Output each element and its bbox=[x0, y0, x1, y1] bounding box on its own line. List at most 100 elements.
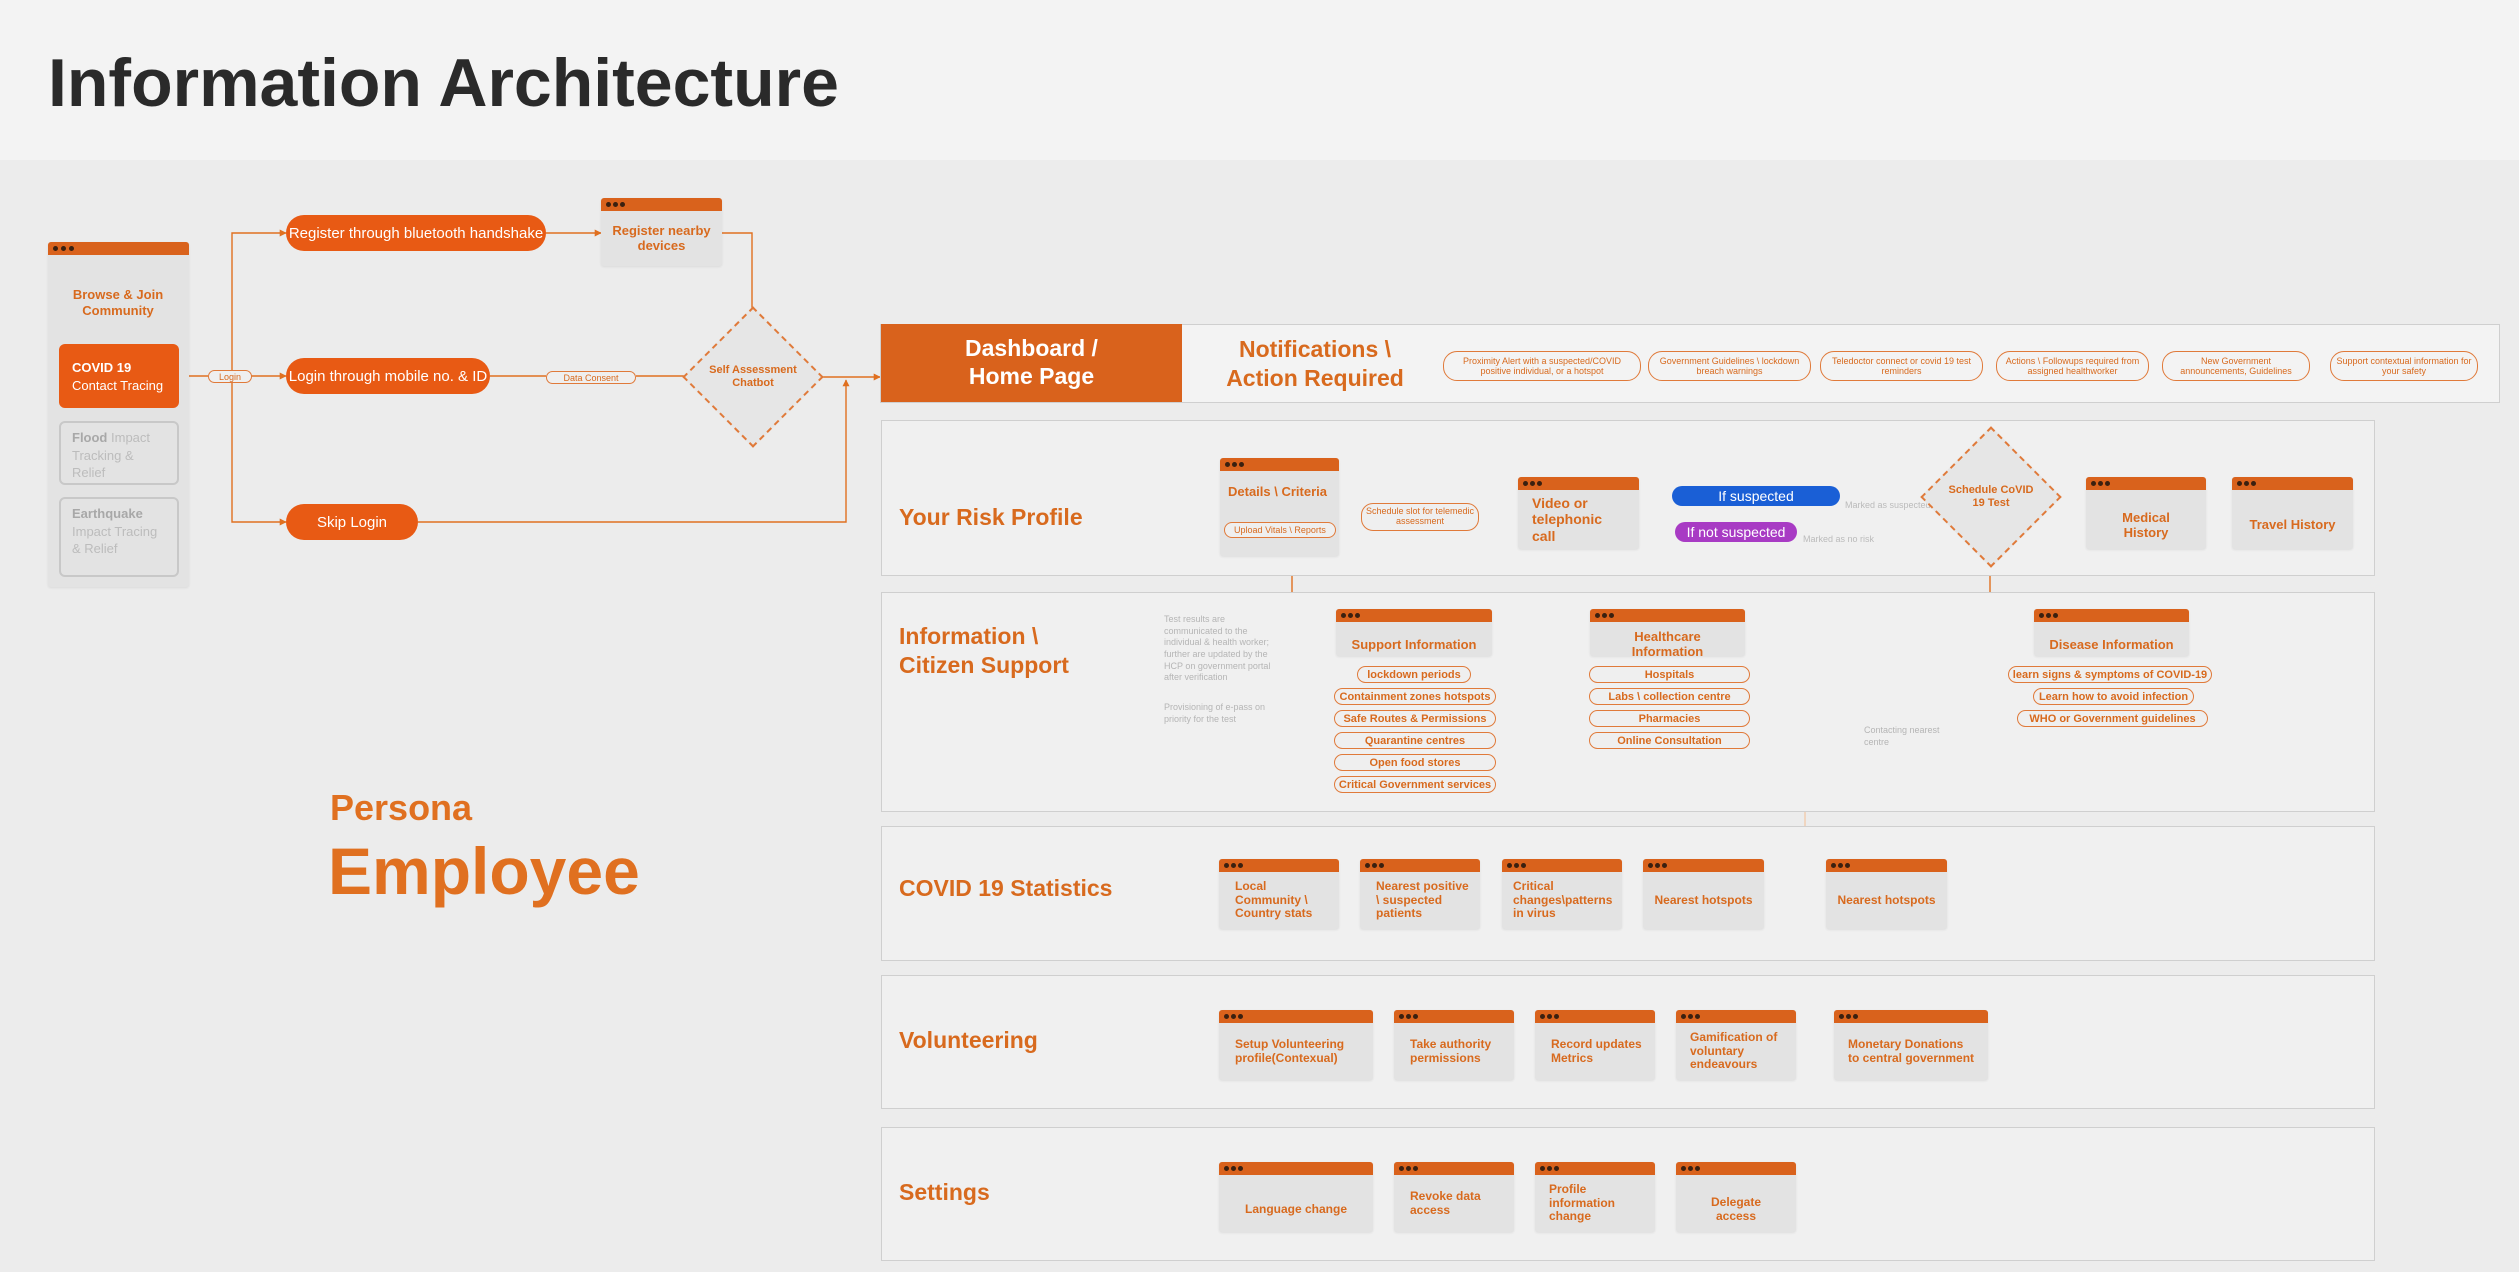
disease-info-card[interactable]: Disease Information bbox=[2034, 609, 2189, 656]
notification-followups[interactable]: Actions \ Followups required from assign… bbox=[1996, 351, 2149, 381]
health-item-hospitals[interactable]: Hospitals bbox=[1589, 666, 1750, 683]
window-bar bbox=[1219, 859, 1339, 872]
volunteer-card-gamification[interactable]: Gamification of voluntary endeavours bbox=[1676, 1010, 1796, 1080]
stats-card-nearest-hotspots-1-label: Nearest hotspots bbox=[1654, 892, 1753, 907]
stats-card-nearest-hotspots-2-label: Nearest hotspots bbox=[1837, 892, 1936, 907]
notification-proximity-alert[interactable]: Proximity Alert with a suspected/COVID p… bbox=[1443, 351, 1641, 381]
support-item-quarantine[interactable]: Quarantine centres bbox=[1334, 732, 1496, 749]
window-bar bbox=[1219, 1010, 1373, 1023]
window-bar bbox=[1394, 1162, 1514, 1175]
notification-safety-info[interactable]: Support contextual information for your … bbox=[2330, 351, 2478, 381]
stats-card-local-community[interactable]: Local Community \ Country stats bbox=[1219, 859, 1339, 929]
section-statistics bbox=[881, 826, 2375, 961]
login-tag: Login bbox=[208, 370, 252, 383]
window-bar bbox=[48, 242, 189, 255]
settings-card-profile-info-label: Profile information change bbox=[1549, 1181, 1615, 1224]
sidebar-item-earthquake[interactable]: Earthquake Impact Tracing & Relief bbox=[59, 497, 179, 577]
support-info-card[interactable]: Support Information bbox=[1336, 609, 1492, 656]
settings-card-profile-info[interactable]: Profile information change bbox=[1535, 1162, 1655, 1232]
sidebar-item-covid[interactable]: COVID 19 Contact Tracing bbox=[59, 344, 179, 408]
window-bar bbox=[1219, 1162, 1373, 1175]
window-bar bbox=[1834, 1010, 1988, 1023]
settings-card-language[interactable]: Language change bbox=[1219, 1162, 1373, 1232]
video-call-label: Video or telephonic call bbox=[1532, 495, 1603, 544]
chatbot-label: Self Assessment Chatbot bbox=[709, 363, 797, 389]
settings-card-delegate-access[interactable]: Delegate access bbox=[1676, 1162, 1796, 1232]
if-suspected-badge[interactable]: If suspected bbox=[1672, 486, 1840, 506]
health-item-pharmacies[interactable]: Pharmacies bbox=[1589, 710, 1750, 727]
support-item-gov-services[interactable]: Critical Government services bbox=[1334, 776, 1496, 793]
schedule-test-label: Schedule CoVID 19 Test bbox=[1948, 483, 2034, 509]
settings-card-revoke-access[interactable]: Revoke data access bbox=[1394, 1162, 1514, 1232]
health-item-online-consultation[interactable]: Online Consultation bbox=[1589, 732, 1750, 749]
settings-card-delegate-access-label: Delegate access bbox=[1710, 1194, 1762, 1223]
window-bar bbox=[1643, 859, 1764, 872]
stats-card-nearest-hotspots-1[interactable]: Nearest hotspots bbox=[1643, 859, 1764, 929]
support-item-food-stores[interactable]: Open food stores bbox=[1334, 754, 1496, 771]
support-item-containment[interactable]: Containment zones hotspots bbox=[1334, 688, 1496, 705]
notification-announcements[interactable]: New Government announcements, Guidelines bbox=[2162, 351, 2310, 381]
info-support-title: Information \ Citizen Support bbox=[899, 623, 1069, 678]
notification-government-guidelines[interactable]: Government Guidelines \ lockdown breach … bbox=[1648, 351, 1811, 381]
stats-card-virus-patterns[interactable]: Critical changes\patterns in virus bbox=[1502, 859, 1622, 929]
header-band bbox=[0, 0, 2519, 160]
test-results-note: Test results are communicated to the ind… bbox=[1164, 614, 1271, 683]
volunteering-title: Volunteering bbox=[899, 1027, 1038, 1053]
support-item-lockdown[interactable]: lockdown periods bbox=[1357, 666, 1471, 683]
skip-login-button[interactable]: Skip Login bbox=[286, 504, 418, 540]
healthcare-info-label: Healthcare Information bbox=[1631, 629, 1704, 656]
support-info-label: Support Information bbox=[1351, 636, 1477, 652]
volunteer-card-monetary-donations[interactable]: Monetary Donations to central government bbox=[1834, 1010, 1988, 1080]
support-item-safe-routes[interactable]: Safe Routes & Permissions bbox=[1334, 710, 1496, 727]
window-bar bbox=[2086, 477, 2206, 490]
volunteer-card-setup-profile-label: Setup Volunteering profile(Contexual) bbox=[1235, 1036, 1345, 1065]
register-nearby-card[interactable]: Register nearby devices bbox=[601, 198, 722, 266]
risk-profile-title: Your Risk Profile bbox=[899, 504, 1083, 530]
upload-vitals-tag[interactable]: Upload Vitals \ Reports bbox=[1224, 522, 1336, 538]
if-not-suspected-badge[interactable]: If not suspected bbox=[1675, 522, 1797, 542]
window-bar bbox=[1535, 1010, 1655, 1023]
sidebar-item-flood-label: Impact Tracking & Relief bbox=[72, 430, 151, 481]
persona-name: Employee bbox=[328, 834, 640, 908]
stats-card-virus-patterns-label: Critical changes\patterns in virus bbox=[1513, 878, 1613, 921]
window-bar bbox=[1502, 859, 1622, 872]
health-item-labs[interactable]: Labs \ collection centre bbox=[1589, 688, 1750, 705]
contacting-centre-note: Contacting nearest centre bbox=[1864, 725, 1940, 747]
volunteer-card-monetary-donations-label: Monetary Donations to central government bbox=[1848, 1036, 1975, 1065]
window-bar bbox=[2232, 477, 2353, 490]
video-call-card[interactable]: Video or telephonic call bbox=[1518, 477, 1639, 549]
disease-item-symptoms[interactable]: learn signs & symptoms of COVID-19 bbox=[2008, 666, 2212, 683]
stats-card-nearest-positive[interactable]: Nearest positive \ suspected patients bbox=[1360, 859, 1480, 929]
volunteer-card-record-metrics[interactable]: Record updates Metrics bbox=[1535, 1010, 1655, 1080]
travel-history-card[interactable]: Travel History bbox=[2232, 477, 2353, 549]
stats-card-nearest-hotspots-2[interactable]: Nearest hotspots bbox=[1826, 859, 1947, 929]
window-bar bbox=[1336, 609, 1492, 622]
volunteer-card-setup-profile[interactable]: Setup Volunteering profile(Contexual) bbox=[1219, 1010, 1373, 1080]
medical-history-card[interactable]: Medical History bbox=[2086, 477, 2206, 549]
notification-teledoctor[interactable]: Teledoctor connect or covid 19 test remi… bbox=[1820, 351, 1983, 381]
healthcare-info-card[interactable]: Healthcare Information bbox=[1590, 609, 1745, 656]
settings-card-language-label: Language change bbox=[1244, 1201, 1348, 1216]
sidebar-item-flood[interactable]: Flood Impact Tracking & Relief bbox=[59, 421, 179, 485]
epass-note: Provisioning of e-pass on priority for t… bbox=[1164, 702, 1266, 724]
schedule-slot-tag[interactable]: Schedule slot for telemedic assessment bbox=[1361, 503, 1479, 531]
window-bar bbox=[1518, 477, 1639, 490]
disease-item-who-guidelines[interactable]: WHO or Government guidelines bbox=[2017, 710, 2208, 727]
sidebar-item-flood-bold: Flood bbox=[72, 430, 108, 445]
marked-no-risk-note: Marked as no risk bbox=[1803, 534, 1875, 544]
sidebar-item-covid-bold: COVID 19 bbox=[72, 360, 132, 375]
window-bar bbox=[1826, 859, 1947, 872]
login-mobile-button[interactable]: Login through mobile no. & ID bbox=[286, 358, 490, 394]
window-bar bbox=[1676, 1010, 1796, 1023]
dashboard-home-tile[interactable]: Dashboard / Home Page bbox=[881, 324, 1182, 402]
volunteer-card-authority-permissions[interactable]: Take authority permissions bbox=[1394, 1010, 1514, 1080]
volunteer-card-authority-permissions-label: Take authority permissions bbox=[1410, 1036, 1492, 1065]
details-criteria-card[interactable]: Details \ Criteria bbox=[1220, 458, 1339, 556]
sidebar-item-earthquake-bold: Earthquake bbox=[72, 506, 143, 521]
settings-card-revoke-access-label: Revoke data access bbox=[1410, 1188, 1481, 1217]
register-bluetooth-button[interactable]: Register through bluetooth handshake bbox=[286, 215, 546, 251]
window-bar bbox=[1360, 859, 1480, 872]
dashboard-home-label: Dashboard / Home Page bbox=[965, 335, 1098, 389]
disease-item-avoid-infection[interactable]: Learn how to avoid infection bbox=[2033, 688, 2194, 705]
marked-suspected-note: Marked as suspected bbox=[1845, 500, 1931, 510]
